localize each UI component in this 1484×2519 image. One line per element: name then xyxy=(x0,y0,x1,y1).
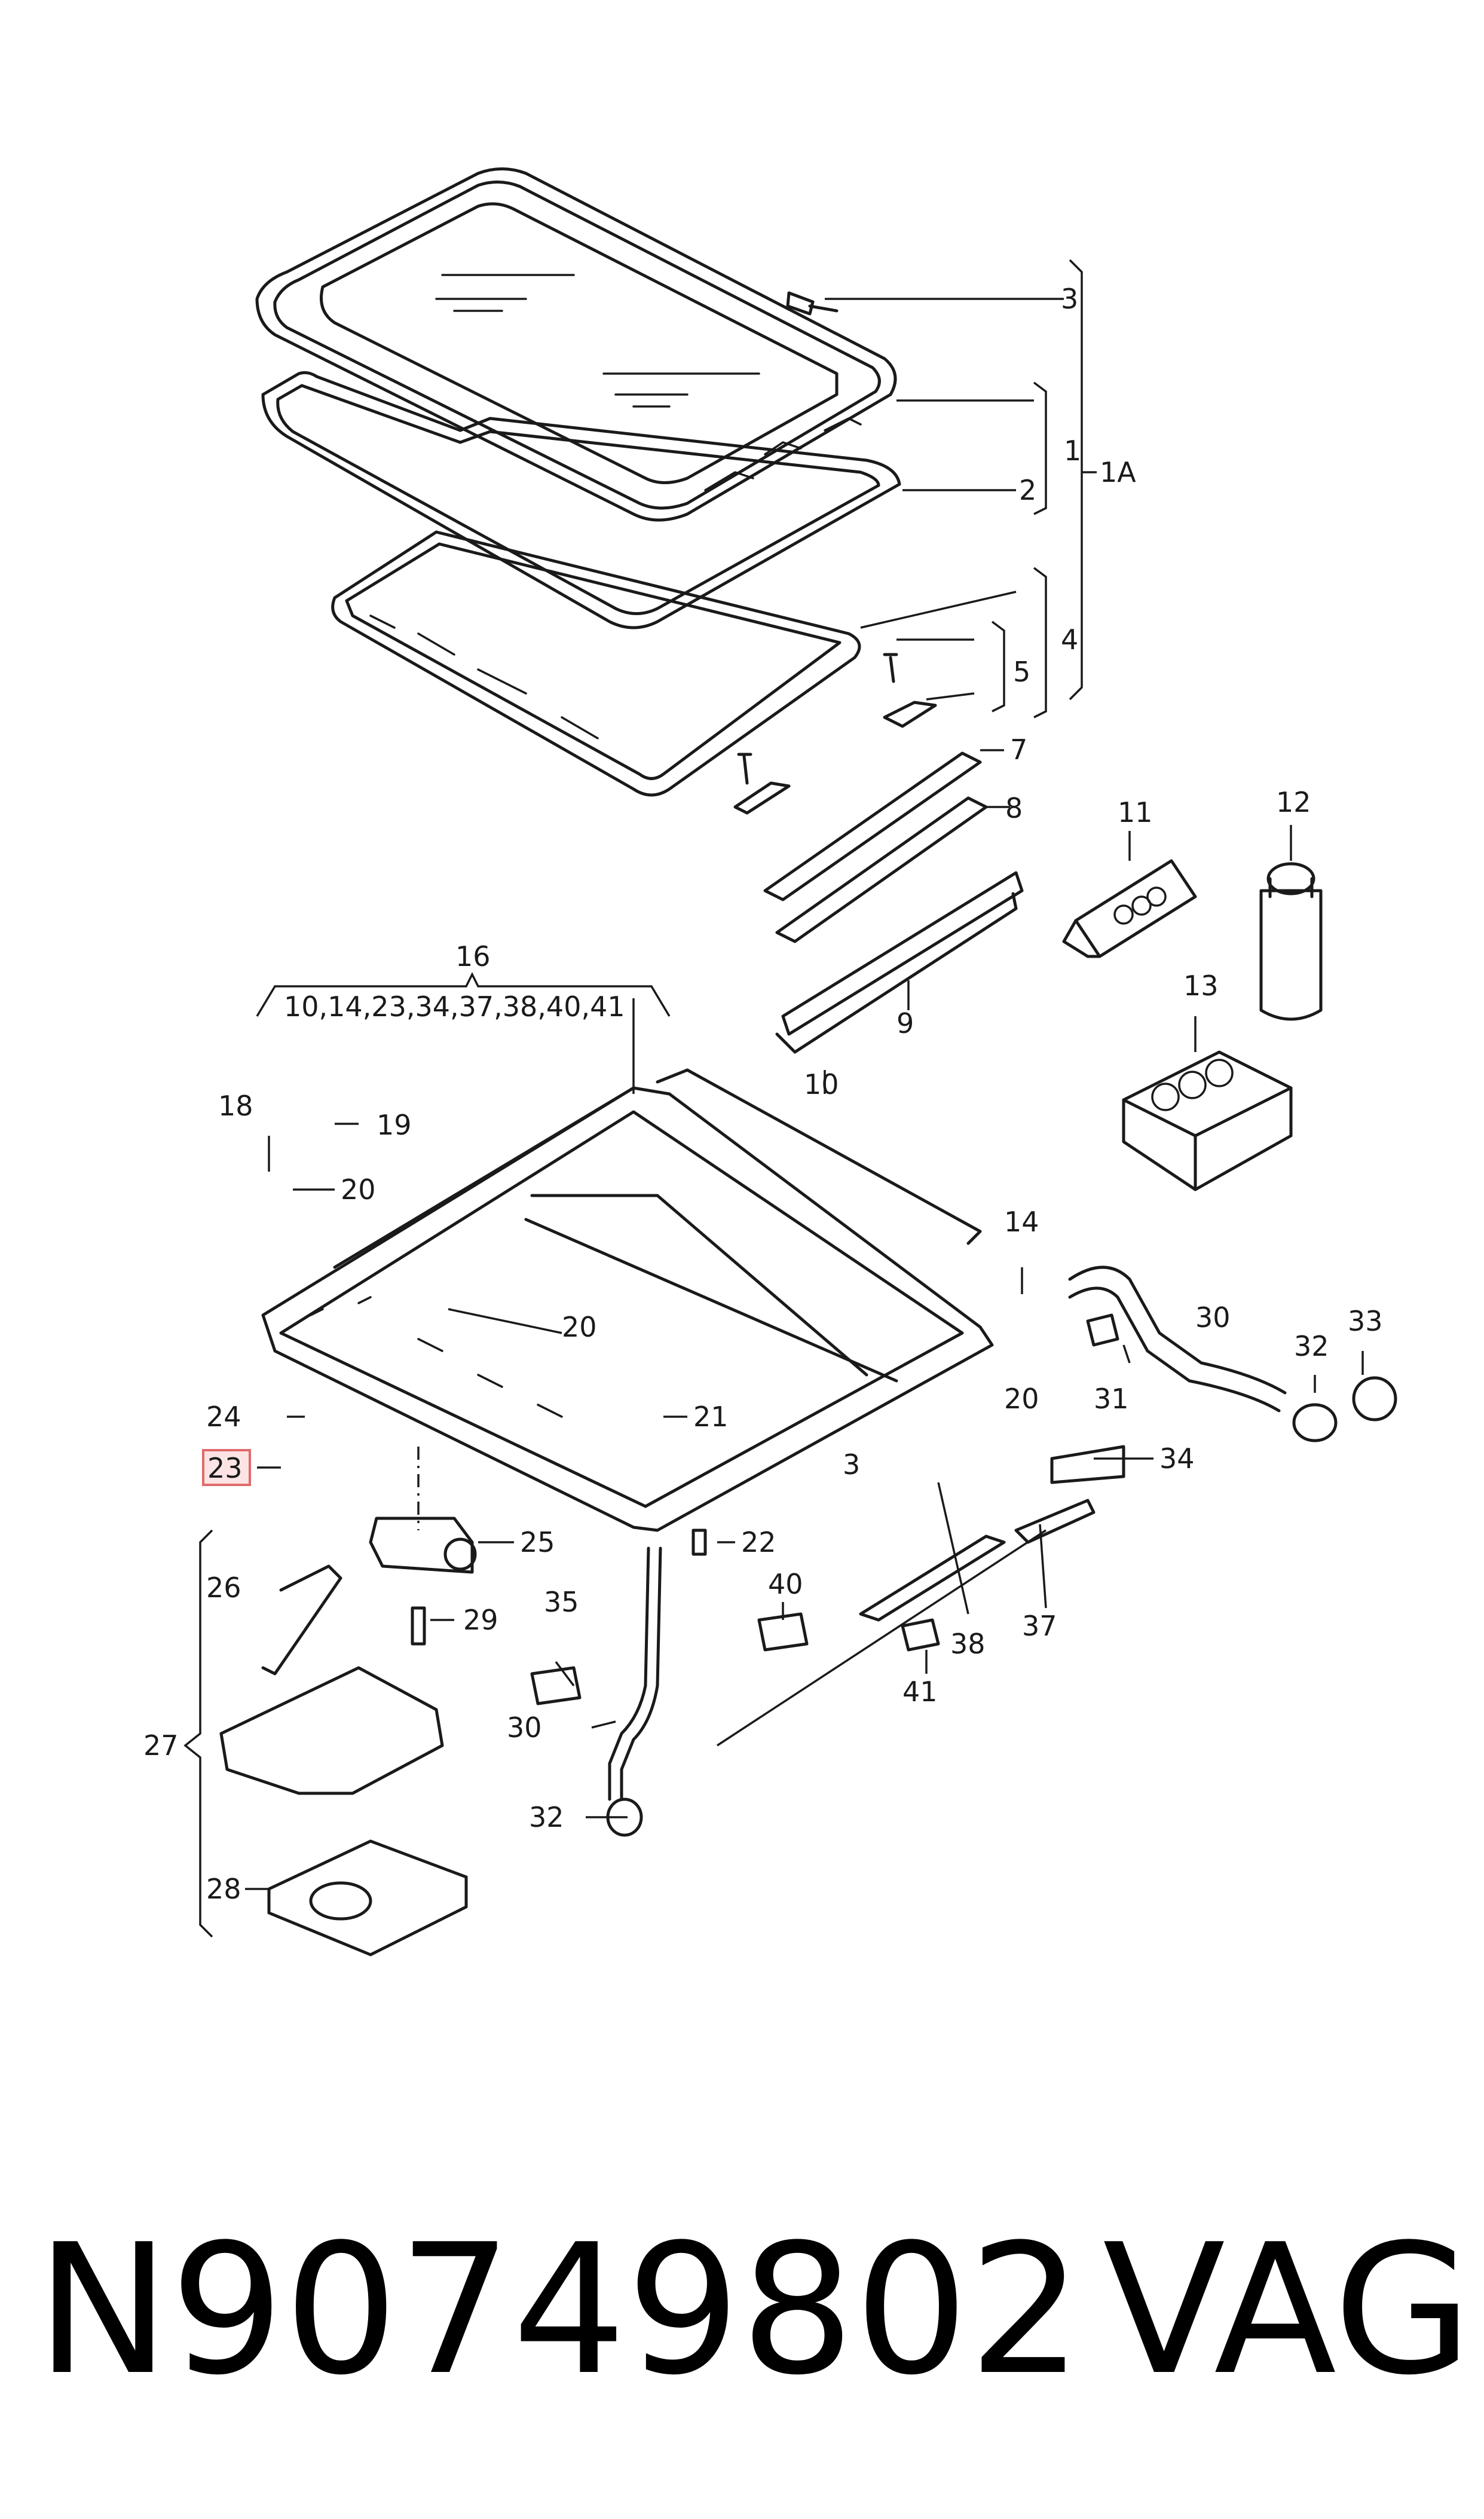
callout-14: 14 xyxy=(1004,1206,1039,1238)
callout-20-right: 20 xyxy=(1004,1383,1039,1415)
callout-27: 27 xyxy=(143,1729,179,1762)
bracket-5 xyxy=(733,653,937,815)
callout-9: 9 xyxy=(896,1007,914,1040)
drain-hose-left xyxy=(606,1546,662,1837)
seal xyxy=(261,371,901,629)
callout-labels: 3 1 1A 2 4 5 7 8 9 10 11 12 13 14 16 10,… xyxy=(143,283,1383,1905)
callout-8: 8 xyxy=(1005,792,1023,824)
callout-40: 40 xyxy=(768,1568,803,1600)
callout-31: 31 xyxy=(1094,1383,1129,1415)
callout-30-right: 30 xyxy=(1195,1301,1231,1334)
callout-28: 28 xyxy=(206,1873,241,1905)
callout-16-sub: 10,14,23,34,37,38,40,41 xyxy=(284,991,625,1023)
callout-23: 23 xyxy=(207,1452,243,1484)
small-parts xyxy=(411,1313,1125,1705)
callout-10: 10 xyxy=(804,1068,839,1100)
callout-3-lower: 3 xyxy=(843,1448,860,1481)
callout-26: 26 xyxy=(206,1572,241,1604)
callout-3-top: 3 xyxy=(1061,283,1078,315)
callout-35: 35 xyxy=(544,1586,579,1618)
callout-32-right: 32 xyxy=(1294,1330,1329,1362)
callout-29: 29 xyxy=(463,1604,498,1636)
callout-25: 25 xyxy=(520,1526,555,1558)
callout-20-left: 20 xyxy=(341,1173,376,1206)
callout-34: 34 xyxy=(1159,1442,1195,1475)
callout-33: 33 xyxy=(1348,1305,1383,1337)
callout-32-left: 32 xyxy=(529,1801,564,1833)
parts-box xyxy=(1122,1050,1293,1191)
hex-key xyxy=(261,1564,342,1676)
leader-lines xyxy=(183,259,1364,1938)
screw-3-top xyxy=(786,291,839,316)
callout-1A: 1A xyxy=(1100,456,1136,488)
callout-1: 1 xyxy=(1064,435,1081,467)
callout-38: 38 xyxy=(950,1628,986,1660)
callout-20-mid: 20 xyxy=(562,1311,597,1343)
sunroof-frame xyxy=(261,1068,994,1532)
callout-19: 19 xyxy=(377,1109,412,1141)
callout-18: 18 xyxy=(218,1090,253,1122)
brand-label: VAG xyxy=(1103,2206,1473,2414)
motor-cover xyxy=(219,1666,444,1795)
motor-bracket xyxy=(267,1839,468,1956)
glass-panel xyxy=(255,167,897,522)
callout-4: 4 xyxy=(1061,623,1078,656)
callout-13: 13 xyxy=(1183,970,1219,1002)
callout-16: 16 xyxy=(455,940,491,973)
callout-7: 7 xyxy=(1010,733,1027,766)
callout-41: 41 xyxy=(902,1676,938,1708)
cleaner-bottle xyxy=(1259,862,1323,1021)
inner-frame xyxy=(331,530,861,797)
callout-12: 12 xyxy=(1276,786,1311,818)
callout-24: 24 xyxy=(206,1401,241,1433)
part-number: N90749802 xyxy=(36,2206,1083,2414)
grease-tube xyxy=(1062,859,1197,958)
callout-highlight-23 xyxy=(202,1449,251,1486)
callout-2: 2 xyxy=(1019,474,1036,506)
callout-30-left: 30 xyxy=(507,1711,542,1744)
callout-21: 21 xyxy=(693,1401,729,1433)
callout-11: 11 xyxy=(1118,796,1153,829)
callout-5: 5 xyxy=(1013,656,1030,688)
callout-37: 37 xyxy=(1022,1610,1057,1642)
callout-22: 22 xyxy=(741,1526,776,1558)
guide-rails xyxy=(763,751,1024,1054)
motor xyxy=(369,1517,477,1574)
drain-hose-right xyxy=(1068,1265,1397,1442)
